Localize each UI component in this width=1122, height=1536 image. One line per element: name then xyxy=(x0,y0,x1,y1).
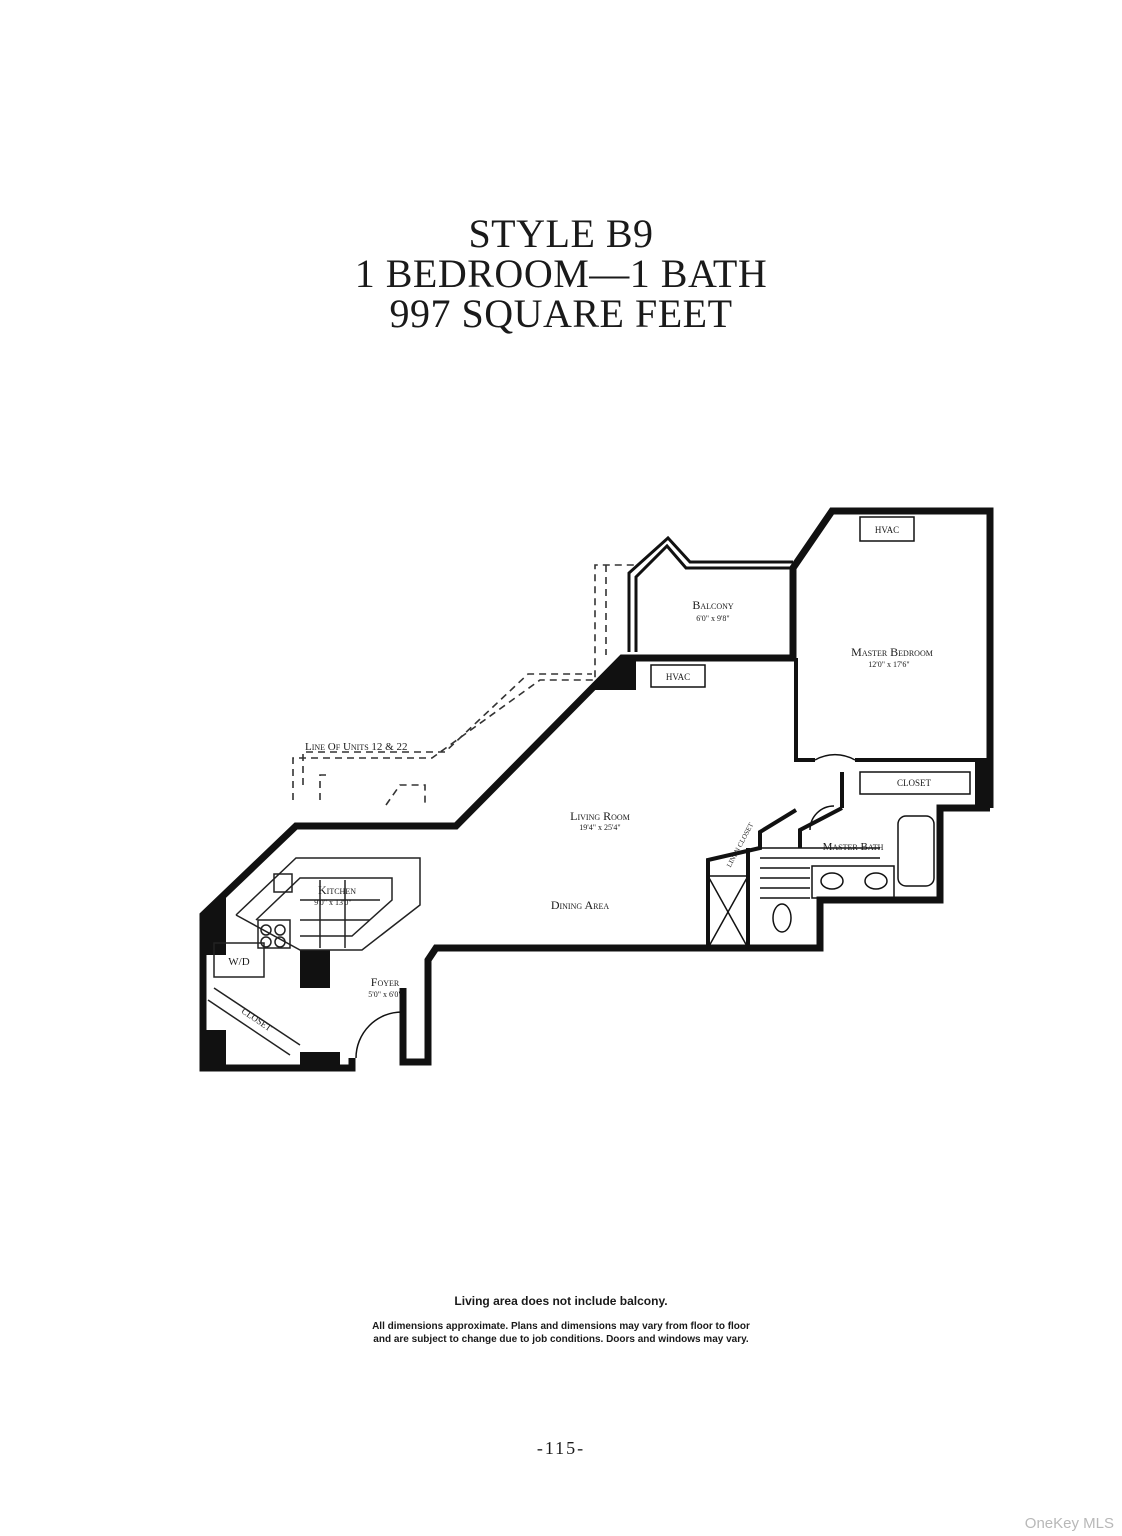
disclaimer: All dimensions approximate. Plans and di… xyxy=(0,1320,1122,1346)
disclaimer-line-1: All dimensions approximate. Plans and di… xyxy=(372,1321,750,1332)
bed-bath-title: 1 BEDROOM—1 BATH xyxy=(354,251,768,296)
page-number: -115- xyxy=(536,1438,586,1458)
interior-walls xyxy=(706,658,990,948)
bath-fixtures xyxy=(707,815,935,949)
balcony-dims: 6'0" x 9'8" xyxy=(696,614,729,623)
linen-closet-label: LINEN CLOSET xyxy=(725,821,755,869)
kitchen-dims: 9'0" x 13'0" xyxy=(314,898,351,907)
watermark: OneKey MLS xyxy=(1024,1515,1114,1532)
living-room-name: Living Room xyxy=(570,809,630,823)
living-room-dims: 19'4" x 25'4" xyxy=(579,823,620,832)
balcony-note: Living area does not include balcony. xyxy=(454,1294,668,1308)
laundry-closet-area xyxy=(207,942,301,1056)
structural-columns xyxy=(203,658,990,1068)
master-bath-name: Master Bath xyxy=(823,841,884,853)
foyer-dims: 5'0" x 6'0" xyxy=(368,990,401,999)
hvac-units xyxy=(650,516,971,795)
balcony-name: Balcony xyxy=(692,598,734,612)
wd-label: W/D xyxy=(228,956,249,968)
plan-header: STYLE B9 1 BEDROOM—1 BATH 997 SQUARE FEE… xyxy=(0,214,1122,334)
square-feet-title: 997 SQUARE FEET xyxy=(389,291,733,336)
master-bedroom-dims: 12'0" x 17'6" xyxy=(868,660,909,669)
dining-area-name: Dining Area xyxy=(551,898,610,912)
line-of-units-label: Line Of Units 12 & 22 xyxy=(305,741,407,753)
hvac-living-label: HVAC xyxy=(666,672,690,682)
kitchen-name: Kitchen xyxy=(318,883,356,897)
style-title: STYLE B9 xyxy=(468,211,654,256)
exterior-walls xyxy=(199,507,994,1072)
bedroom-closet-label: CLOSET xyxy=(897,778,932,788)
kitchen-area xyxy=(235,857,421,951)
hvac-top-label: HVAC xyxy=(875,525,899,535)
balcony-outline xyxy=(627,535,793,652)
foyer-closet-label: CLOSET xyxy=(240,1006,274,1034)
foyer-name: Foyer xyxy=(371,975,400,989)
disclaimer-line-2: and are subject to change due to job con… xyxy=(373,1334,749,1345)
master-bedroom-name: Master Bedroom xyxy=(851,645,933,659)
door-swings xyxy=(355,753,856,1059)
line-of-units-outline xyxy=(292,564,634,806)
plan-notes: Living area does not include balcony. Al… xyxy=(0,1294,1122,1346)
